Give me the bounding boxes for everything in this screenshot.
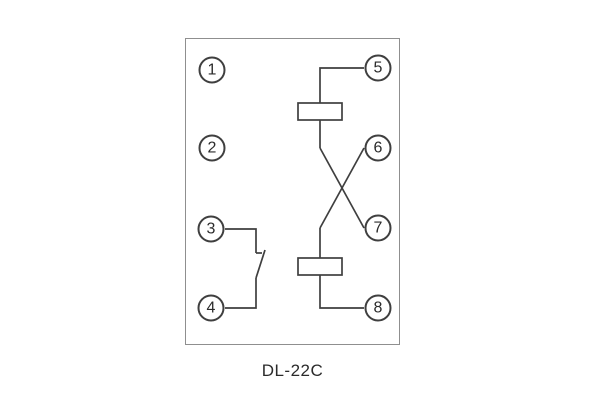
contact-blade (255, 249, 266, 279)
wire-terminal5-to-upper-coil (319, 67, 364, 103)
terminal-5: 5 (364, 54, 392, 82)
diagram-border-box (185, 38, 400, 345)
terminal-6: 6 (364, 134, 392, 162)
upper-coil-symbol (297, 102, 343, 121)
terminal-8: 8 (364, 294, 392, 322)
wire-lower-coil-to-terminal8 (319, 275, 364, 309)
lower-coil-symbol (297, 257, 343, 276)
terminal-2: 2 (198, 134, 226, 162)
terminal-3: 3 (197, 215, 225, 243)
crossover-wire-terminal6-to-lower-coil (319, 147, 365, 229)
wire-terminal3-to-contact (225, 228, 257, 253)
terminal-7: 7 (364, 214, 392, 242)
terminal-4: 4 (197, 294, 225, 322)
terminal-1: 1 (198, 56, 226, 84)
model-label: DL-22C (261, 361, 324, 380)
wire-contact-to-terminal4 (225, 278, 257, 309)
